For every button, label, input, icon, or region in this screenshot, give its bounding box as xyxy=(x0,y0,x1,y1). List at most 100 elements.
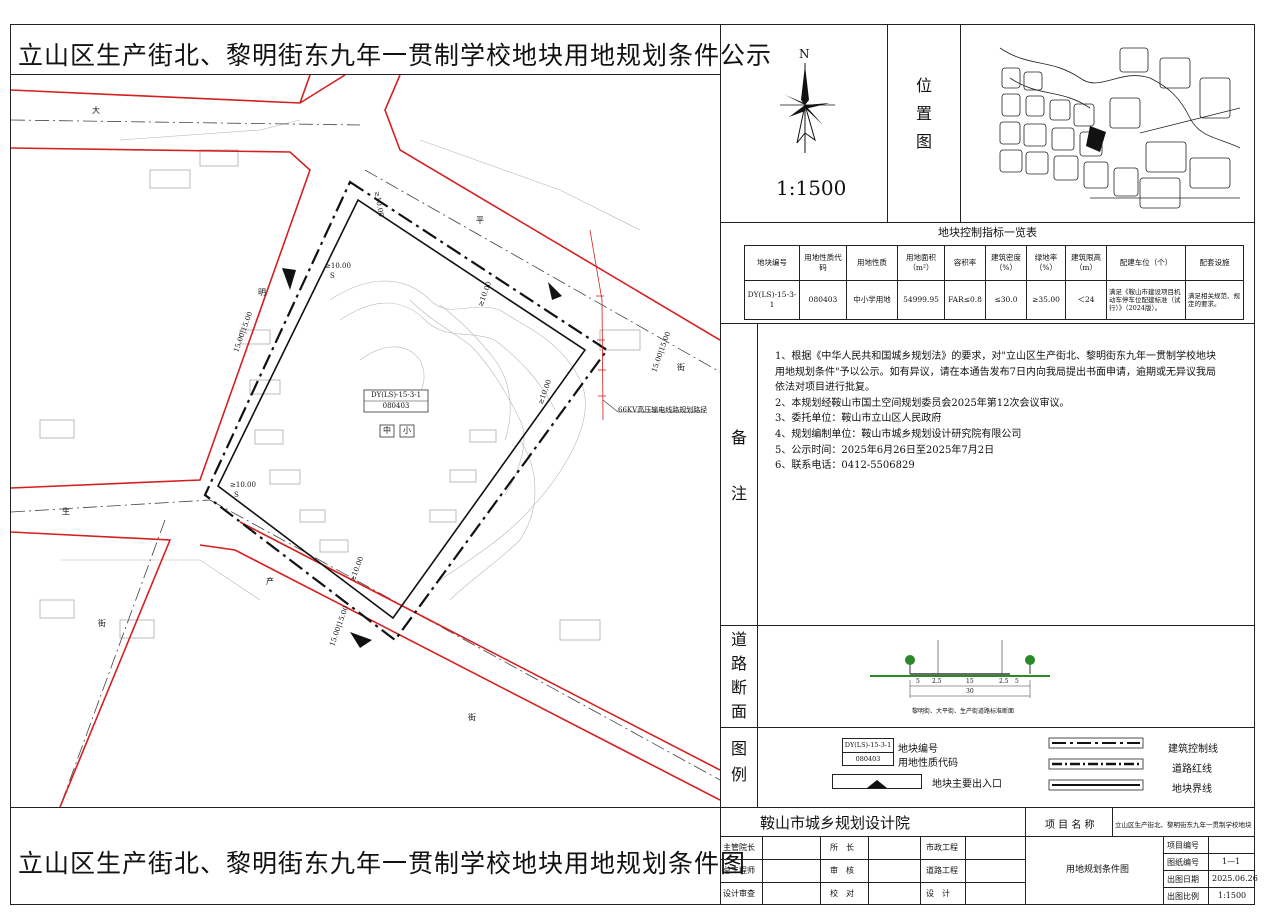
tb-line xyxy=(1112,807,1113,836)
tb-line xyxy=(1025,807,1026,905)
tb-line xyxy=(920,836,921,905)
tb-line xyxy=(1163,836,1164,905)
indicator-table-title: 地块控制指标一览表 xyxy=(938,226,1037,239)
entrance-marker-east xyxy=(548,282,562,300)
location-map xyxy=(999,47,1241,209)
table-cell: DY(LS)-15-3-1 xyxy=(744,280,800,320)
table-header-cell: 用地性质 xyxy=(846,245,898,281)
divider-right-2 xyxy=(720,323,1255,324)
scale-label: 1:1500 xyxy=(776,176,847,200)
table-header-cell: 容积率 xyxy=(944,245,986,281)
tb-line xyxy=(965,836,966,905)
page-title-bottom: 立山区生产街北、黎明街东九年一贯制学校地块用地规划条件图 xyxy=(18,849,747,878)
power-line-ticks xyxy=(596,295,606,397)
tb-role: 总工程师 xyxy=(723,866,755,875)
setback-label-5: ≥10.00 xyxy=(230,481,256,489)
north-label: N xyxy=(799,47,810,61)
table-cell: 满足相关规范、规定的要求。 xyxy=(1185,280,1244,320)
table-header-cell: 配建车位（个） xyxy=(1106,245,1186,281)
drawing-frame xyxy=(10,24,1255,905)
entrance-marker-west xyxy=(282,268,296,290)
entrance-triangle-icon xyxy=(867,780,887,788)
table-header-cell: 用地性质代码 xyxy=(799,245,847,281)
table-row: DY(LS)-15-3-1 080403 中小学用地 54999.95 FAR≤… xyxy=(744,280,1244,320)
section-total: 30 xyxy=(966,688,974,695)
tb-line xyxy=(868,836,869,905)
tb-line xyxy=(1163,887,1255,888)
divider-main-vertical xyxy=(720,24,721,905)
site-plan-map xyxy=(11,75,720,807)
parcel-code-label: DY(LS)-15-3-1 xyxy=(370,391,422,399)
tb-role: 审 核 xyxy=(830,866,854,875)
legend-item-code: 地块编号 xyxy=(898,744,938,755)
tb-role: 设计审查 xyxy=(723,889,755,898)
section-dim: 2.5 xyxy=(932,678,942,685)
table-header-row: 地块编号 用地性质代码 用地性质 用地面积（m²） 容积率 建筑密度（%） 绿地… xyxy=(744,245,1244,281)
legend-item-red: 道路红线 xyxy=(1172,764,1212,775)
table-cell: ≥35.00 xyxy=(1026,280,1066,320)
school-marker-b: 小 xyxy=(403,426,411,435)
divider-bottom xyxy=(10,807,1255,808)
location-label: 位置图 xyxy=(915,76,932,151)
table-cell: FAR≤0.8 xyxy=(944,280,986,320)
table-header-cell: 用地面积（m²） xyxy=(897,245,945,281)
road-name-char: 产 xyxy=(266,577,274,586)
section-dim: 2.5 xyxy=(999,678,1009,685)
section-dim: 5 xyxy=(1015,678,1019,685)
table-cell: 中小学用地 xyxy=(846,280,898,320)
divider-right-4 xyxy=(720,727,1255,728)
tb-field-value: 1:1500 xyxy=(1218,891,1247,900)
table-header-cell: 建筑密度（%） xyxy=(985,245,1027,281)
tb-line xyxy=(720,836,1255,837)
table-cell: 080403 xyxy=(799,280,847,320)
tb-field-label: 项目编号 xyxy=(1167,841,1199,850)
legend-box-code: DY(LS)-15-3-1 xyxy=(843,739,893,753)
terrain-texture xyxy=(60,119,641,601)
tb-line xyxy=(1163,853,1255,854)
indicator-table: 地块编号 用地性质代码 用地性质 用地面积（m²） 容积率 建筑密度（%） 绿地… xyxy=(744,245,1244,320)
setback-unit-1: S xyxy=(330,272,335,280)
section-dim: 5 xyxy=(916,678,920,685)
note-line: 3、委托单位：鞍山市立山区人民政府 xyxy=(775,413,942,425)
tb-role: 市政工程 xyxy=(926,843,958,852)
road-name-char: 生 xyxy=(62,507,70,516)
tb-role: 设 计 xyxy=(926,889,950,898)
table-cell: 满足《鞍山市建设项目机动车停车位配建标准（试行）》（2024版）。 xyxy=(1106,280,1186,320)
building-footprints xyxy=(39,149,641,641)
note-line: 6、联系电话：0412-5506829 xyxy=(775,460,915,472)
tb-field-label: 出图比例 xyxy=(1167,892,1199,901)
drawing-name: 用地规划条件图 xyxy=(1066,865,1130,875)
legend-label: 图例 xyxy=(730,739,747,784)
tb-role: 校 对 xyxy=(830,889,854,898)
section-dim: 15 xyxy=(966,678,974,685)
table-header-cell: 绿地率（%） xyxy=(1026,245,1066,281)
tb-field-label: 出图日期 xyxy=(1167,875,1199,884)
road-red-lines xyxy=(11,75,720,807)
tb-line xyxy=(762,836,763,905)
road-name-char: 明 xyxy=(258,288,266,297)
tb-line xyxy=(720,859,1025,860)
tb-line xyxy=(820,836,821,905)
divider-north-location xyxy=(887,24,888,222)
site-location-marker xyxy=(1086,126,1106,152)
legend-item-boundary: 地块界线 xyxy=(1172,784,1212,795)
note-line: 1、根据《中华人民共和国城乡规划法》的要求，对"立山区生产街北、黎明街东九年一贯… xyxy=(775,351,1216,362)
entrance-marker-south xyxy=(350,632,372,648)
tb-line xyxy=(1163,870,1255,871)
power-line-note: 66KV高压输电线路规划路径 xyxy=(618,406,708,414)
page-title-top: 立山区生产街北、黎明街东九年一贯制学校地块用地规划条件公示 xyxy=(18,41,773,70)
road-name-char: 平 xyxy=(476,216,484,225)
notes-label: 备注 xyxy=(730,428,747,503)
road-name-char: 大 xyxy=(92,106,100,115)
section-caption: 黎明街、大平街、生产街道路标准断面 xyxy=(912,708,1015,715)
road-cross-section-drawing xyxy=(870,640,1050,698)
legend-entrance-box xyxy=(832,774,922,789)
tb-field-value: 2025.06.26 xyxy=(1212,874,1258,883)
table-header-cell: 地块编号 xyxy=(744,245,800,281)
legend-item-use: 用地性质代码 xyxy=(898,758,958,769)
road-name-char: 街 xyxy=(468,713,476,722)
table-header-cell: 建筑限高（m） xyxy=(1065,245,1107,281)
table-cell: 54999.95 xyxy=(897,280,945,320)
divider-side-labels xyxy=(757,323,758,807)
legend-item-entrance: 地块主要出入口 xyxy=(932,779,1002,790)
